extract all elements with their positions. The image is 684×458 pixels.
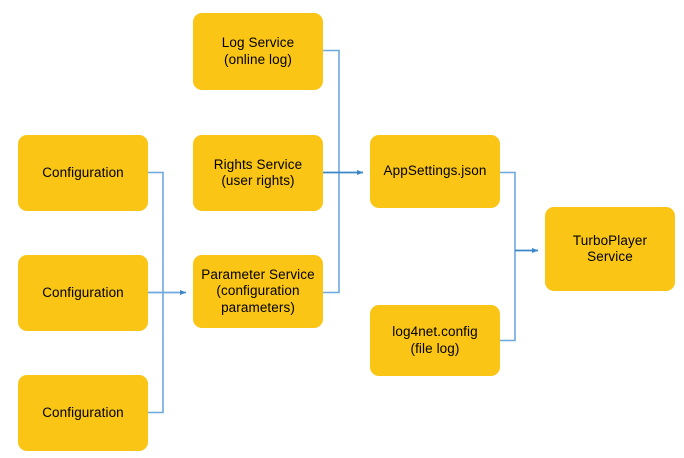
node-appsettings-json[interactable]: AppSettings.json <box>370 135 500 208</box>
edge-configuration-3-to-parameter-service <box>148 292 164 414</box>
node-configuration-1-label: Configuration <box>42 164 124 180</box>
node-configuration-2[interactable]: Configuration <box>18 255 148 331</box>
node-configuration-1[interactable]: Configuration <box>18 135 148 211</box>
node-rights-service[interactable]: Rights Service (user rights) <box>193 135 323 211</box>
edge-configuration-1-to-parameter-service <box>148 171 164 293</box>
node-log4net-config-label: log4net.config (file log) <box>392 324 478 356</box>
node-configuration-2-label: Configuration <box>42 284 124 300</box>
edge-log-service-to-appsettings-json <box>323 49 340 173</box>
node-log-service-label: Log Service (online log) <box>221 35 295 67</box>
node-configuration-3[interactable]: Configuration <box>18 375 148 451</box>
node-rights-service-label: Rights Service (user rights) <box>213 156 303 188</box>
edge-log4net-config-to-turboplayer-service <box>500 250 516 342</box>
edge-appsettings-json-to-turboplayer-service <box>500 171 516 251</box>
node-parameter-service[interactable]: Parameter Service (configuration paramet… <box>193 255 323 328</box>
node-configuration-3-label: Configuration <box>42 404 124 420</box>
node-appsettings-json-label: AppSettings.json <box>383 163 487 179</box>
node-turboplayer-service[interactable]: TurboPlayer Service <box>545 207 675 291</box>
node-turboplayer-service-label: TurboPlayer Service <box>572 232 648 264</box>
node-log4net-config[interactable]: log4net.config (file log) <box>370 305 500 376</box>
node-parameter-service-label: Parameter Service (configuration paramet… <box>201 266 315 315</box>
node-log-service[interactable]: Log Service (online log) <box>193 13 323 90</box>
edge-parameter-service-to-appsettings-json <box>323 172 340 294</box>
